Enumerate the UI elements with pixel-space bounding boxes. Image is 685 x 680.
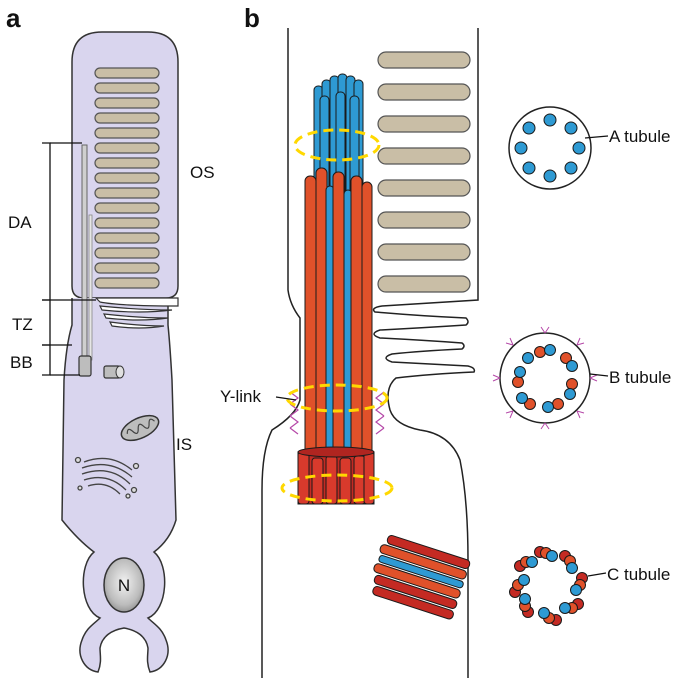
membrane-folds xyxy=(94,297,179,329)
basal-body xyxy=(78,355,92,377)
daughter-centriole xyxy=(103,365,125,379)
nucleus xyxy=(103,557,145,613)
mitochondrion xyxy=(120,414,160,442)
nucleus-label: N xyxy=(118,576,130,595)
label-bb: BB xyxy=(10,353,33,372)
b-tubule-leader xyxy=(589,373,609,377)
disc-stack xyxy=(94,67,160,289)
membrane-outline-right xyxy=(372,28,479,678)
panel-a-label: a xyxy=(6,3,21,33)
disc-stack-b xyxy=(377,51,471,293)
label-a-tubule: A tubule xyxy=(609,127,670,146)
membrane-outline xyxy=(261,28,301,678)
cross-section-b xyxy=(492,326,598,430)
cross-section-c xyxy=(509,546,588,626)
label-tz: TZ xyxy=(12,315,33,334)
region-brackets xyxy=(42,142,96,376)
y-link-leader xyxy=(275,396,297,401)
label-os: OS xyxy=(190,163,215,182)
b-tubule-rods xyxy=(304,167,373,497)
label-c-tubule: C tubule xyxy=(607,565,670,584)
panel-b: b xyxy=(220,3,671,678)
y-link-lines xyxy=(289,391,385,435)
golgi-apparatus xyxy=(74,456,140,499)
a-tubule-leader xyxy=(584,135,609,139)
cross-section-a xyxy=(508,106,592,190)
label-b-tubule: B tubule xyxy=(609,368,671,387)
panel-b-label: b xyxy=(244,3,260,33)
label-y-link: Y-link xyxy=(220,387,261,406)
label-da: DA xyxy=(8,213,32,232)
highlight-rings xyxy=(280,128,394,503)
inner-segment xyxy=(61,298,177,673)
c-tubule-leader xyxy=(587,572,607,577)
c-tubule-basal-body xyxy=(297,446,375,505)
axoneme-3d xyxy=(280,73,394,505)
label-is: IS xyxy=(176,435,192,454)
panel-a: a xyxy=(6,3,215,673)
basal-body-bundle xyxy=(372,534,471,620)
